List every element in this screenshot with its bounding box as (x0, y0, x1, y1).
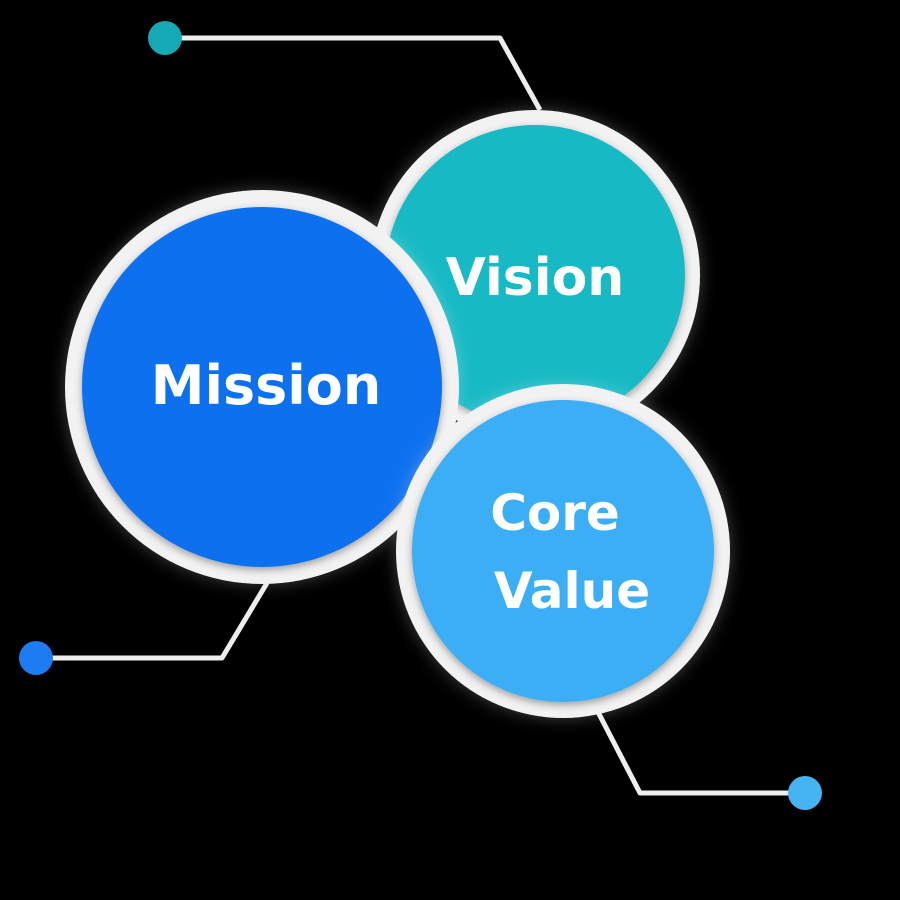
core-value-label-line2: Value (494, 562, 650, 620)
connector-dot-bottom-left (19, 641, 53, 675)
connector-dot-top (148, 21, 182, 55)
vision-label: Vision (446, 248, 625, 308)
connector-dot-bottom-right (788, 776, 822, 810)
connector-top (148, 21, 543, 112)
connector-bottom-left (19, 581, 270, 675)
mission-label: Mission (151, 354, 382, 417)
core-value-circle: Core Value (396, 384, 730, 718)
mission-circle: Mission (65, 190, 459, 584)
core-value-label-line1: Core (490, 484, 620, 542)
connector-bottom-right (595, 710, 822, 810)
